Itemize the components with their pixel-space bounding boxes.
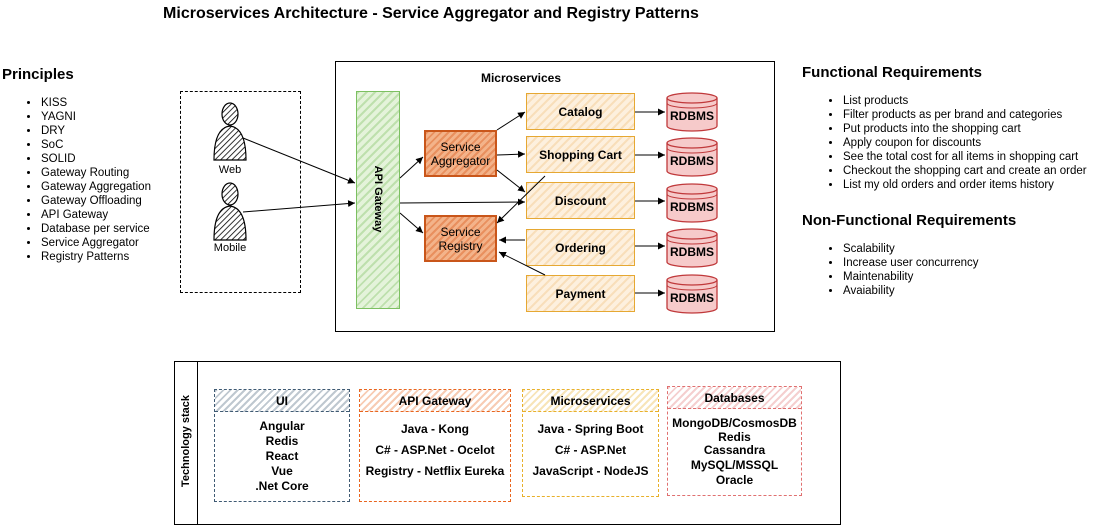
functional-list: List products Filter products as per bra…	[802, 94, 1087, 192]
tech-item: Angular	[259, 419, 305, 433]
tech-stack-label-cell	[174, 361, 198, 525]
principles-heading: Principles	[2, 66, 74, 83]
rdbms-label: RDBMS	[670, 154, 714, 168]
rdbms-label: RDBMS	[670, 245, 714, 259]
tech-item: .Net Core	[255, 479, 309, 493]
tech-item: React	[265, 449, 299, 463]
principle-item: Registry Patterns	[40, 250, 151, 264]
mobile-user-icon	[213, 182, 247, 241]
web-label: Web	[218, 164, 242, 176]
service-aggregator-box: Service Aggregator	[424, 130, 497, 177]
principle-item: YAGNI	[40, 110, 151, 124]
tech-col-header: API Gateway	[360, 390, 510, 412]
tech-item: C# - ASP.Net	[554, 443, 627, 457]
database-icon	[666, 274, 718, 314]
principle-item: SOLID	[40, 152, 151, 166]
database-icon	[666, 183, 718, 223]
nonfunctional-item: Increase user concurrency	[842, 256, 979, 270]
tech-stack-box	[174, 361, 841, 525]
tech-item: Redis	[265, 434, 299, 448]
rdbms-database-1: RDBMS	[666, 137, 718, 177]
shopping-cart-service: Shopping Cart	[526, 136, 635, 173]
tech-item: MySQL/MSSQL	[690, 458, 779, 472]
principle-item: KISS	[40, 96, 151, 110]
web-user-icon	[213, 102, 247, 161]
functional-item: List my old orders and order items histo…	[842, 178, 1087, 192]
database-icon	[666, 228, 718, 268]
tech-item: Java - Kong	[400, 422, 469, 436]
tech-column-api-gateway: API Gateway Java - Kong C# - ASP.Net - O…	[359, 389, 511, 502]
functional-item: Put products into the shopping cart	[842, 122, 1087, 136]
nonfunctional-heading: Non-Functional Requirements	[802, 212, 1017, 229]
rdbms-database-0: RDBMS	[666, 92, 718, 132]
tech-item: Cassandra	[703, 443, 766, 457]
clients-box	[180, 91, 301, 293]
rdbms-database-2: RDBMS	[666, 183, 718, 223]
functional-item: See the total cost for all items in shop…	[842, 150, 1087, 164]
tech-item: Java - Spring Boot	[537, 422, 644, 436]
diagram-title: Microservices Architecture - Service Agg…	[163, 5, 699, 22]
rdbms-database-4: RDBMS	[666, 274, 718, 314]
api-gateway-box	[356, 91, 400, 309]
principle-item: API Gateway	[40, 208, 151, 222]
tech-item: JavaScript - NodeJS	[532, 464, 649, 478]
nonfunctional-item: Maintenability	[842, 270, 979, 284]
principle-item: Service Aggregator	[40, 236, 151, 250]
functional-item: Checkout the shopping cart and create an…	[842, 164, 1087, 178]
database-icon	[666, 137, 718, 177]
payment-service: Payment	[526, 275, 635, 312]
principle-item: Gateway Aggregation	[40, 180, 151, 194]
microservices-container	[335, 61, 775, 332]
tech-item: Registry - Netflix Eureka	[365, 464, 505, 478]
rdbms-label: RDBMS	[670, 109, 714, 123]
tech-item: MongoDB/CosmosDB	[672, 416, 797, 430]
principle-item: Gateway Routing	[40, 166, 151, 180]
tech-column-ui: UI Angular Redis React Vue .Net Core	[214, 389, 350, 502]
tech-item: Vue	[271, 464, 293, 478]
functional-item: Apply coupon for discounts	[842, 136, 1087, 150]
nonfunctional-item: Avaiability	[842, 284, 979, 298]
database-icon	[666, 92, 718, 132]
functional-heading: Functional Requirements	[802, 64, 983, 81]
nonfunctional-list: Scalability Increase user concurrency Ma…	[802, 242, 979, 298]
catalog-service: Catalog	[526, 93, 635, 130]
principle-item: SoC	[40, 138, 151, 152]
nonfunctional-item: Scalability	[842, 242, 979, 256]
tech-column-databases: Databases MongoDB/CosmosDB Redis Cassand…	[667, 386, 802, 496]
principle-item: DRY	[40, 124, 151, 138]
functional-item: List products	[842, 94, 1087, 108]
tech-item: Redis	[718, 430, 751, 444]
principles-list: KISS YAGNI DRY SoC SOLID Gateway Routing…	[0, 96, 151, 264]
tech-item: C# - ASP.Net - Ocelot	[375, 443, 495, 457]
discount-service: Discount	[526, 182, 635, 219]
tech-col-header: Databases	[668, 387, 801, 409]
tech-col-header: Microservices	[523, 390, 658, 412]
microservices-heading: Microservices	[480, 71, 562, 85]
ordering-service: Ordering	[526, 229, 635, 266]
mobile-label: Mobile	[213, 242, 247, 254]
tech-stack-label: Technology stack	[180, 394, 192, 488]
tech-col-header: UI	[215, 390, 349, 412]
service-registry-box: Service Registry	[424, 215, 497, 262]
functional-item: Filter products as per brand and categor…	[842, 108, 1087, 122]
rdbms-label: RDBMS	[670, 291, 714, 305]
rdbms-database-3: RDBMS	[666, 228, 718, 268]
principle-item: Gateway Offloading	[40, 194, 151, 208]
tech-column-microservices: Microservices Java - Spring Boot C# - AS…	[522, 389, 659, 497]
tech-item: Oracle	[715, 473, 754, 487]
principle-item: Database per service	[40, 222, 151, 236]
rdbms-label: RDBMS	[670, 200, 714, 214]
